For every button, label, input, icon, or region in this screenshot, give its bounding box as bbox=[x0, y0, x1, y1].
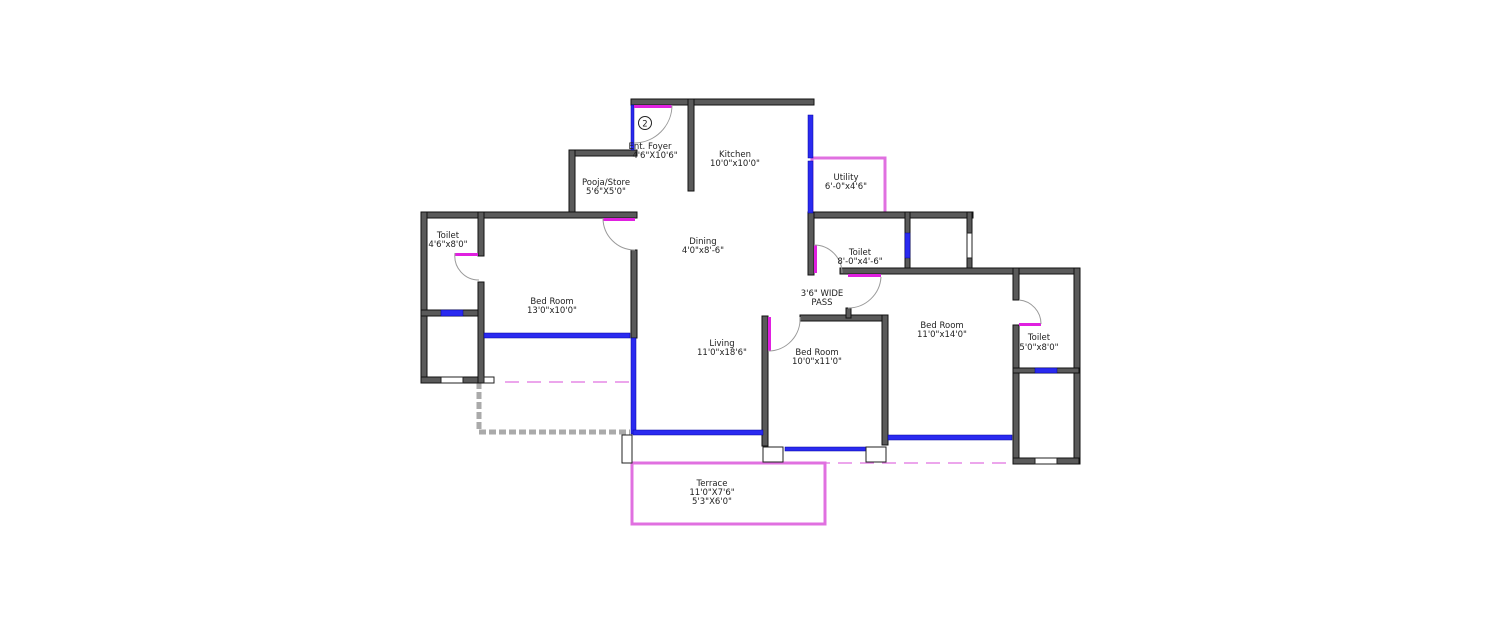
room-name: Toilet bbox=[436, 231, 460, 241]
room-size: 4'6"x8'0" bbox=[428, 240, 467, 250]
windows bbox=[440, 104, 1058, 465]
balcony-railing bbox=[476, 382, 630, 435]
room-name: 3'6" WIDE bbox=[801, 289, 844, 299]
room-name: Utility bbox=[833, 173, 858, 183]
room-name: Bed Room bbox=[920, 321, 963, 331]
room-name: Dining bbox=[689, 237, 716, 247]
room-name: Toilet bbox=[1027, 333, 1051, 343]
room-name: Ent. Foyer bbox=[628, 142, 672, 152]
doors bbox=[454, 104, 1042, 464]
room-name: Terrace bbox=[696, 479, 728, 489]
room-size: 6'-0"x4'6" bbox=[825, 182, 867, 192]
room-name: Bed Room bbox=[530, 297, 573, 307]
room-labels: Ent. Foyer 4'6"X10'6" Kitchen 10'0"x10'0… bbox=[428, 142, 1058, 507]
room-size: 10'0"x10'0" bbox=[710, 159, 760, 169]
room-name: Living bbox=[709, 339, 734, 349]
room-size: 11'0"x18'6" bbox=[697, 348, 747, 358]
room-size: 11'0"X7'6" bbox=[689, 488, 734, 498]
entry-number: 2 bbox=[642, 120, 647, 130]
room-size: 5'3"X6'0" bbox=[692, 497, 732, 507]
room-size: 11'0"x14'0" bbox=[917, 330, 967, 340]
entry-badge: 2 bbox=[638, 116, 652, 130]
room-size: 5'0"x8'0" bbox=[1019, 343, 1058, 353]
room-size: 10'0"x11'0" bbox=[792, 357, 842, 367]
room-name: Bed Room bbox=[795, 348, 838, 358]
room-size: PASS bbox=[811, 298, 832, 308]
room-name: Kitchen bbox=[719, 150, 751, 160]
room-size: 4'0"x8'-6" bbox=[682, 246, 724, 256]
room-size: 5'6"X5'0" bbox=[586, 187, 626, 197]
room-size: 13'0"x10'0" bbox=[527, 306, 577, 316]
room-name: Toilet bbox=[848, 248, 872, 258]
room-size: 4'6"X10'6" bbox=[632, 151, 677, 161]
room-size: 8'-0"x4'-6" bbox=[837, 257, 882, 267]
room-name: Pooja/Store bbox=[582, 178, 630, 188]
